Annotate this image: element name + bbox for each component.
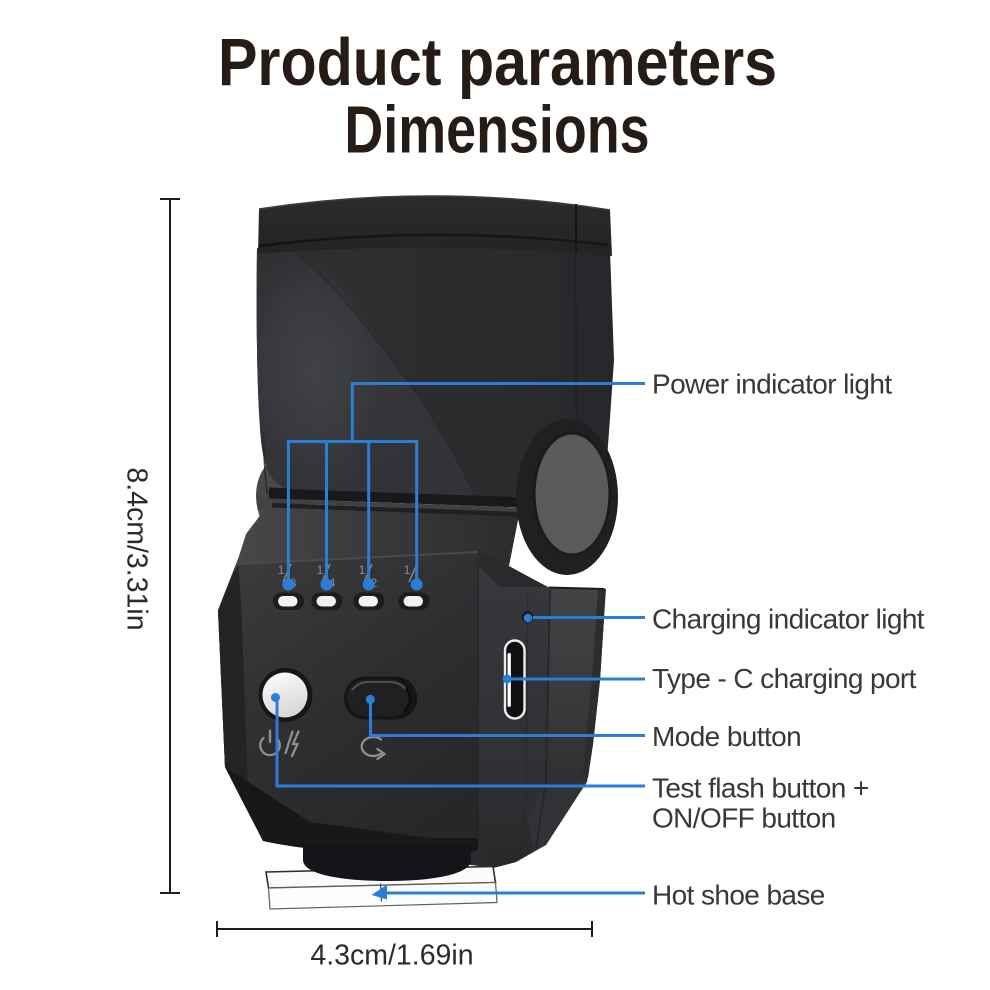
svg-text:4.3cm/1.69in: 4.3cm/1.69in bbox=[310, 940, 473, 972]
svg-text:Type - C charging port: Type - C charging port bbox=[652, 663, 917, 694]
svg-text:1: 1 bbox=[278, 563, 285, 577]
svg-text:Charging indicator light: Charging indicator light bbox=[652, 604, 925, 635]
svg-text:Dimensions: Dimensions bbox=[344, 92, 649, 167]
svg-text:1: 1 bbox=[404, 563, 411, 577]
svg-text:ON/OFF button: ON/OFF button bbox=[652, 803, 836, 834]
svg-text:8.4cm/3.31in: 8.4cm/3.31in bbox=[121, 467, 153, 630]
svg-text:Test flash button +: Test flash button + bbox=[652, 773, 869, 804]
svg-text:Power indicator light: Power indicator light bbox=[652, 369, 892, 400]
svg-text:Product parameters: Product parameters bbox=[218, 26, 777, 100]
svg-text:1: 1 bbox=[317, 563, 324, 577]
svg-text:Hot shoe base: Hot shoe base bbox=[652, 880, 825, 911]
svg-text:1: 1 bbox=[359, 563, 366, 577]
svg-text:Mode button: Mode button bbox=[652, 721, 801, 752]
